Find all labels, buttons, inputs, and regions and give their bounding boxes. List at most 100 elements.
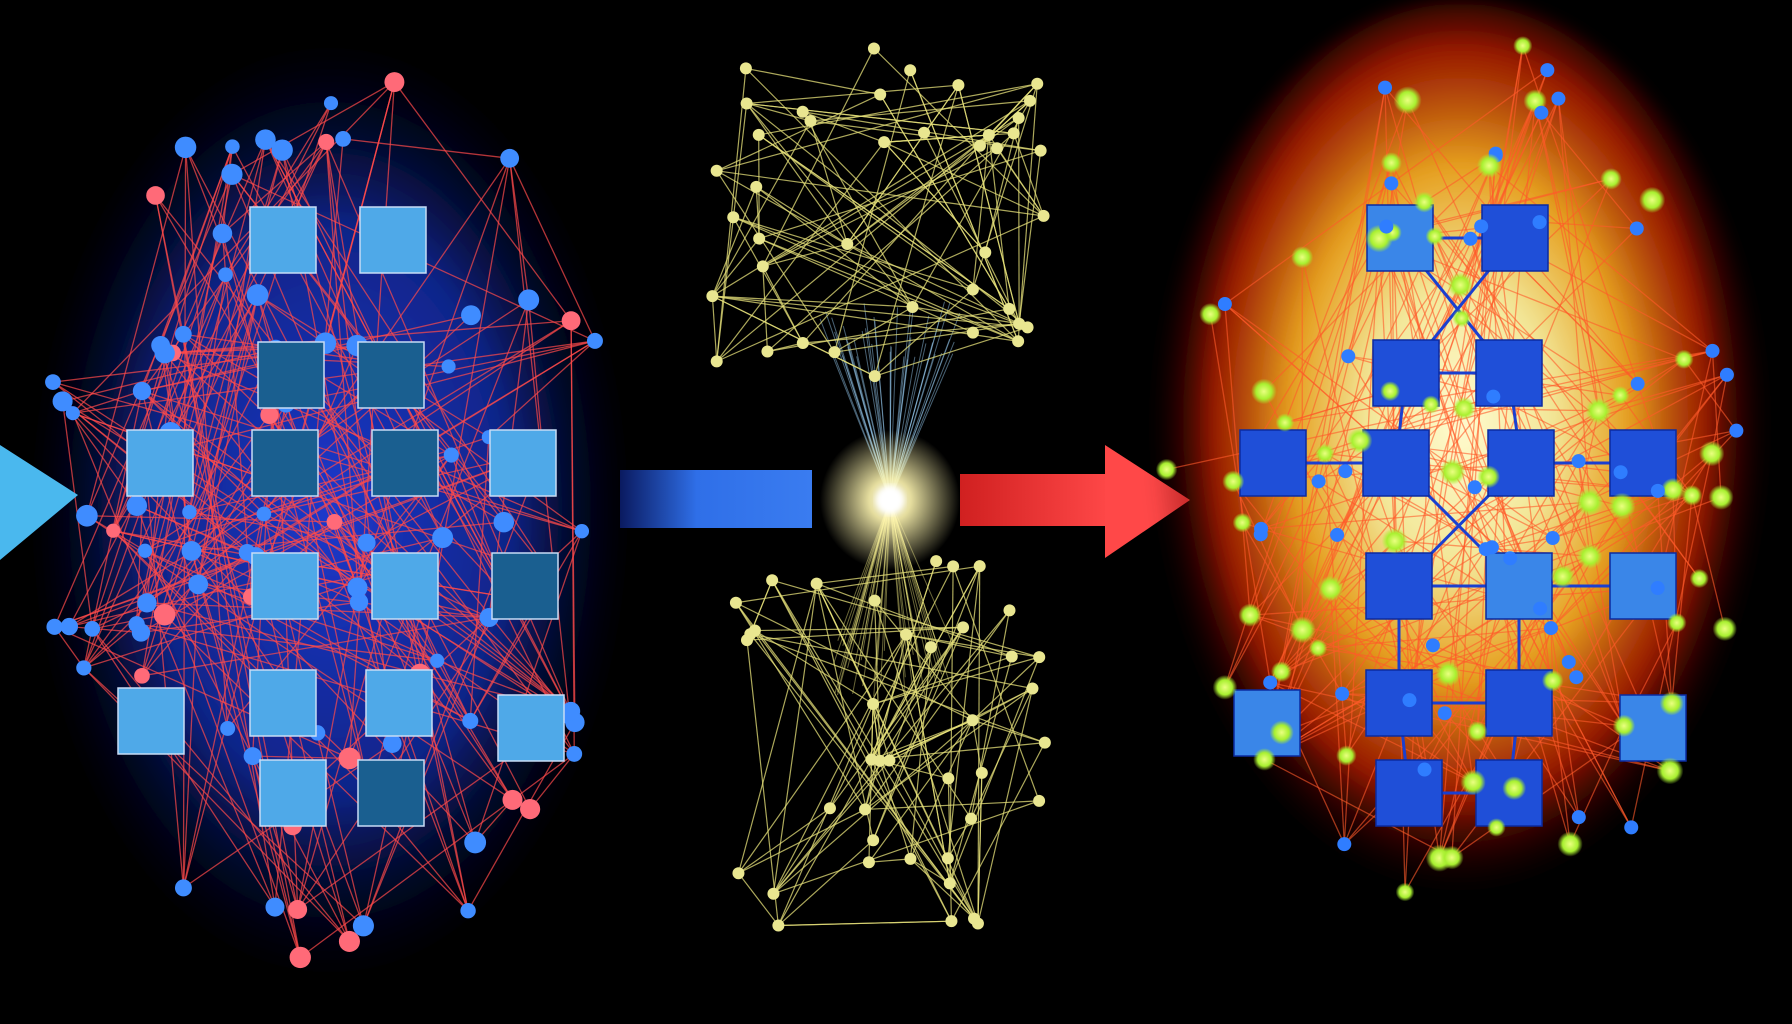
network-node: [772, 919, 785, 932]
network-square: [371, 429, 439, 497]
left-network: [30, 40, 630, 980]
network-node: [1729, 423, 1744, 438]
network-edge: [190, 294, 259, 552]
network-edge: [362, 617, 490, 927]
network-edge: [1224, 304, 1251, 616]
network-edge: [509, 158, 596, 342]
network-node: [982, 129, 995, 142]
network-square: [1481, 204, 1549, 272]
network-node: [1379, 219, 1394, 234]
network-edge: [872, 703, 891, 761]
network-edge: [144, 550, 252, 598]
network-edge: [906, 634, 1040, 658]
network-edge: [716, 83, 1038, 172]
network-edge: [155, 195, 576, 723]
network-node: [382, 734, 402, 753]
network-node: [76, 504, 98, 527]
network-edge: [802, 111, 885, 143]
network-edge: [735, 602, 979, 924]
network-node: [767, 887, 780, 900]
network-node: [1650, 581, 1665, 596]
network-edge: [746, 103, 913, 308]
network-node: [1338, 464, 1353, 479]
network-node: [1705, 343, 1720, 358]
network-edge: [947, 778, 953, 922]
network-edge: [874, 600, 881, 761]
network-edge: [91, 628, 350, 942]
network-node: [84, 621, 101, 637]
network-edge: [947, 818, 972, 859]
network-edge: [712, 295, 876, 377]
network-edge: [509, 158, 530, 300]
network-square: [491, 552, 559, 620]
network-edge: [164, 352, 421, 675]
network-node: [990, 142, 1003, 155]
network-node: [883, 754, 896, 767]
network-edge: [1317, 627, 1552, 649]
right-network: [1150, 0, 1770, 940]
network-node: [1034, 144, 1047, 157]
network-edge: [528, 299, 544, 452]
network-edge: [1557, 98, 1600, 411]
network-node: [828, 346, 841, 359]
network-node: [137, 593, 157, 613]
network-edge: [970, 688, 1034, 819]
network-edge: [299, 799, 513, 958]
network-node: [1270, 661, 1292, 683]
network-node: [945, 915, 958, 928]
network-edge: [1264, 501, 1591, 760]
network-node: [1452, 396, 1476, 420]
network-node: [1600, 168, 1622, 190]
network-square: [497, 694, 565, 762]
network-edge: [870, 704, 874, 760]
network-edge: [762, 48, 875, 267]
network-node: [1513, 36, 1533, 56]
network-node: [76, 660, 92, 676]
network-edge: [738, 807, 831, 874]
network-node: [862, 856, 875, 869]
network-edge: [1671, 495, 1693, 704]
network-edge: [864, 760, 881, 810]
network-edge: [909, 70, 1019, 342]
network-square: [251, 552, 319, 620]
network-square: [365, 669, 433, 737]
network-edge: [1263, 87, 1386, 760]
network-node: [941, 852, 954, 865]
network-edge: [188, 274, 227, 513]
network-node: [968, 912, 981, 925]
network-node: [1463, 231, 1478, 246]
network-node: [1478, 542, 1493, 557]
network-edge: [777, 839, 874, 926]
network-edge: [286, 81, 396, 487]
network-edge: [716, 93, 881, 172]
network-edge: [879, 94, 1010, 310]
network-node: [1003, 302, 1016, 315]
network-node: [1650, 483, 1665, 498]
network-node: [965, 812, 978, 825]
network-node: [1253, 748, 1276, 771]
network-node: [740, 634, 753, 647]
network-edge: [957, 85, 1020, 324]
network-node: [1381, 527, 1408, 554]
network-edge: [1391, 232, 1571, 845]
network-edge: [767, 342, 803, 353]
network-node: [246, 284, 269, 306]
network-node: [867, 834, 880, 847]
network-node: [952, 79, 965, 92]
network-square: [371, 552, 439, 620]
network-square: [117, 687, 185, 755]
network-square: [1609, 552, 1677, 620]
network-square: [1365, 669, 1433, 737]
network-node: [900, 628, 913, 641]
network-node: [1337, 837, 1352, 852]
network-node: [1630, 376, 1645, 391]
network-edge: [172, 352, 572, 712]
network-edge: [833, 70, 911, 353]
network-edge: [905, 634, 951, 884]
network-node: [384, 72, 405, 93]
network-node: [1395, 882, 1415, 902]
network-node: [1543, 621, 1558, 636]
center-network-edges: [711, 48, 1046, 927]
network-edge: [883, 141, 1044, 217]
network-edge: [984, 117, 1020, 253]
